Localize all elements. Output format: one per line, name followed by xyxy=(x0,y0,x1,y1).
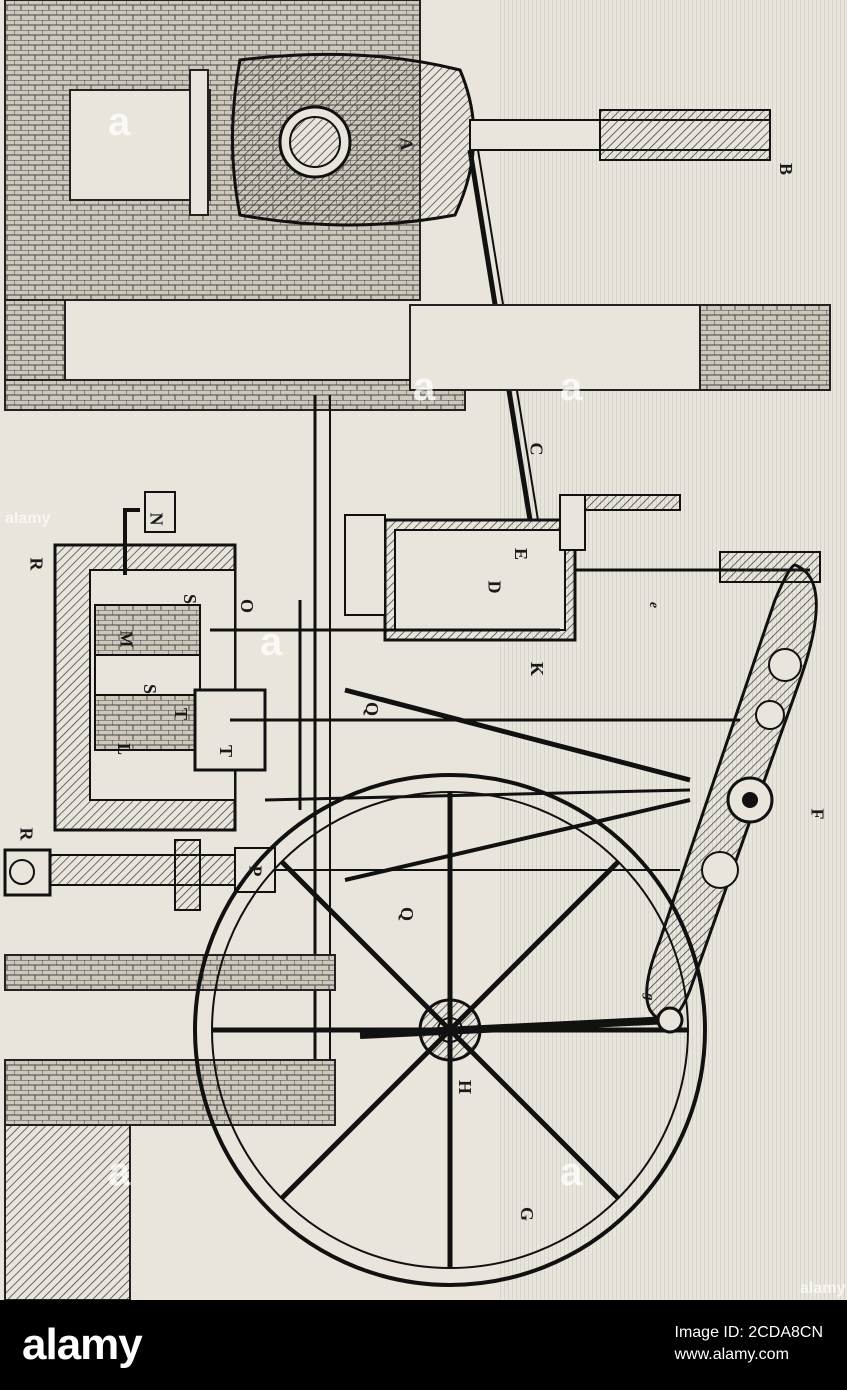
label-q-upper: Q xyxy=(362,701,383,717)
label-m: M xyxy=(116,630,137,648)
label-a: A xyxy=(396,137,417,151)
watermark-mark: a xyxy=(108,100,131,144)
label-t-lower: T xyxy=(216,744,237,758)
watermark-mark: a xyxy=(560,1150,583,1194)
engine-illustration xyxy=(3,0,847,1300)
label-t-upper: T xyxy=(171,707,192,721)
label-e-small: e xyxy=(646,601,662,609)
boiler-furnace xyxy=(231,52,476,227)
flywheel xyxy=(193,773,707,1287)
image-id: Image ID: 2CDA8CN xyxy=(674,1324,824,1341)
label-g: G xyxy=(517,1206,538,1222)
watermark-edge-right: alamy xyxy=(800,1280,846,1297)
watermark-mark: a xyxy=(108,1150,131,1194)
watermark-edge-left: alamy xyxy=(5,510,51,527)
stock-footer xyxy=(0,1300,847,1390)
label-g-small: g xyxy=(641,993,657,1001)
watermark-mark: a xyxy=(260,620,283,664)
label-e-cap: E xyxy=(511,547,532,561)
label-q-lower: Q xyxy=(397,906,418,922)
label-h: H xyxy=(455,1079,476,1095)
brand-logo[interactable]: alamy xyxy=(22,1317,202,1373)
label-c: C xyxy=(526,442,547,456)
brand-name: alamy xyxy=(22,1320,143,1369)
stock-info: Image ID: 2CDA8CN www.alamy.com xyxy=(675,1322,824,1366)
label-o: O xyxy=(237,598,258,614)
label-k: K xyxy=(527,661,548,677)
label-r-lower: R xyxy=(16,827,37,841)
watermark-mark: a xyxy=(413,365,436,409)
label-r-upper: R xyxy=(26,557,47,571)
alamy-logo-icon: alamy xyxy=(22,1322,202,1368)
scanned-page: A B C D E F G H K L M N O P Q Q R R S S … xyxy=(0,0,847,1300)
watermark-mark: a xyxy=(560,365,583,409)
label-d: D xyxy=(484,580,505,594)
label-l: L xyxy=(114,742,135,756)
label-s-lower: S xyxy=(140,683,161,695)
label-f: F xyxy=(807,808,828,820)
site-url-link[interactable]: www.alamy.com xyxy=(674,1346,789,1363)
label-s-upper: S xyxy=(180,593,201,605)
label-n: N xyxy=(146,512,167,526)
label-b: B xyxy=(776,162,797,176)
label-p: P xyxy=(245,865,266,877)
